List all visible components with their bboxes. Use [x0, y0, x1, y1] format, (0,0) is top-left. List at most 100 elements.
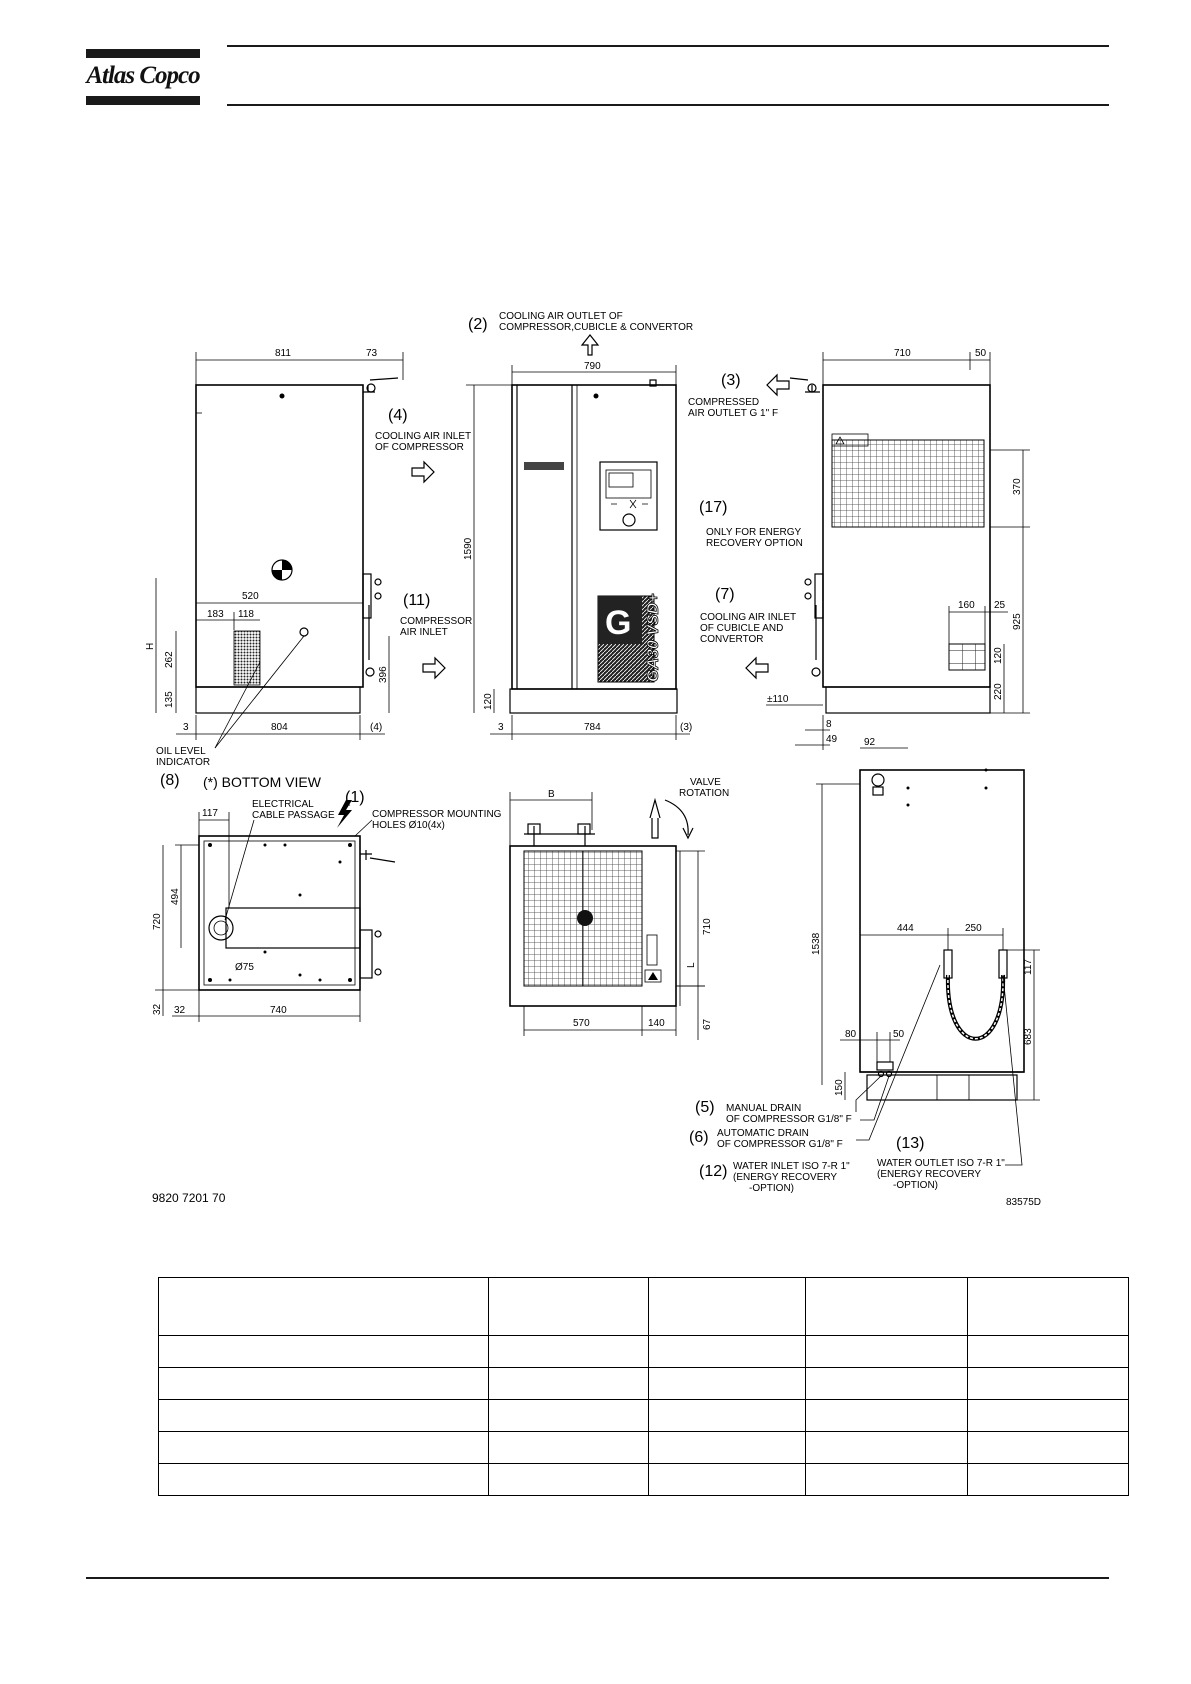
dim-250: 250: [965, 923, 982, 934]
model-name-text: GA30 VSD+: [645, 594, 662, 682]
dim-520: 520: [242, 591, 259, 602]
callout-11-number: (11): [403, 592, 430, 609]
dim-1538: 1538: [811, 932, 822, 955]
label-17b: RECOVERY OPTION: [706, 538, 803, 549]
table-cell: [648, 1335, 807, 1368]
dim-92: 92: [864, 737, 876, 748]
dim-80: 80: [845, 1029, 857, 1040]
label-cable-b: CABLE PASSAGE: [252, 810, 335, 821]
arrow-up-icon: [580, 334, 600, 356]
dim-160: 160: [958, 600, 975, 611]
water-hose: [945, 974, 1006, 1041]
dim-67: 67: [702, 1018, 713, 1030]
dim-444: 444: [897, 923, 914, 934]
brand-plate: [524, 462, 564, 470]
arrow-right-icon: [422, 656, 446, 680]
table-row: [158, 1335, 1129, 1368]
side-view-energy-recovery: 92 1538 444 250 117 683 80 50 150: [811, 737, 1040, 1166]
callout-17-number: (17): [699, 499, 727, 516]
table-cell: [967, 1367, 1129, 1400]
dim-3b: 3: [498, 722, 504, 733]
dim-L: L: [686, 962, 697, 968]
callout-12-number: (12): [699, 1163, 727, 1180]
dim-49: 49: [826, 734, 838, 745]
table-cell: [158, 1367, 489, 1400]
table-cell: [967, 1335, 1129, 1368]
dim-118: 118: [238, 609, 254, 620]
brand-logo: Atlas Copco: [86, 62, 200, 89]
table-cell: [158, 1335, 489, 1368]
label-6a: AUTOMATIC DRAIN: [717, 1128, 809, 1139]
table-cell: [158, 1399, 489, 1432]
table-cell: [805, 1431, 969, 1464]
cabinet-outline: [822, 384, 991, 688]
table-cell: [967, 1431, 1129, 1464]
table-cell: [487, 1277, 650, 1336]
label-7a: COOLING AIR INLET: [700, 612, 796, 623]
arrow-left-icon: [745, 656, 769, 680]
dim-140: 140: [648, 1018, 665, 1029]
rotation-arrow-icon: [664, 799, 694, 840]
callout-5-number: (5): [695, 1099, 715, 1116]
table-cell: [648, 1463, 807, 1496]
dim-3c: (3): [680, 722, 692, 733]
dim-50: 50: [975, 348, 987, 359]
base-frame: [866, 1074, 1018, 1101]
label-holes-a: COMPRESSOR MOUNTING: [372, 809, 502, 820]
callout-3-number: (3): [721, 372, 741, 389]
dim-B: B: [548, 789, 555, 800]
callout-6-number: (6): [689, 1129, 709, 1146]
label-12a: WATER INLET ISO 7-R 1": [733, 1161, 850, 1172]
logo-bottom-bar: [86, 96, 200, 105]
label-holes-b: HOLES Ø10(4x): [372, 820, 445, 831]
table-cell: [967, 1399, 1129, 1432]
dim-710: 710: [894, 348, 911, 359]
rear-label: [646, 934, 658, 966]
label-7b: OF CUBICLE AND: [700, 623, 783, 634]
label-5a: MANUAL DRAIN: [726, 1103, 801, 1114]
side-view-right: 710 50 370 925 160 25 120 220 ±110 8 49: [766, 348, 1030, 750]
table-row: [158, 1367, 1129, 1400]
dim-150: 150: [834, 1079, 845, 1096]
callout-6: (6) AUTOMATIC DRAIN OF COMPRESSOR G1/8" …: [689, 1128, 843, 1150]
dim-710b: 710: [702, 918, 713, 935]
dim-784: 784: [584, 722, 601, 733]
dim-120a: 120: [483, 693, 494, 710]
dim-pm110: ±110: [767, 694, 789, 705]
bottom-view: (8) (*) BOTTOM VIEW (1) ELECTRICAL CABLE…: [152, 772, 502, 1022]
dim-183: 183: [207, 609, 224, 620]
callout-2-number: (2): [468, 316, 488, 333]
table-row: [158, 1463, 1129, 1496]
dim-4: (4): [370, 722, 382, 733]
base-outline: [198, 835, 361, 991]
dim-50b: 50: [893, 1029, 905, 1040]
callout-3: (3) COMPRESSED AIR OUTLET G 1" F: [688, 372, 790, 419]
table-cell: [487, 1399, 650, 1432]
label-valve-b: ROTATION: [679, 788, 729, 799]
dim-370: 370: [1012, 478, 1023, 495]
dim-683: 683: [1023, 1028, 1034, 1045]
callout-7-number: (7): [715, 586, 735, 603]
table-cell: [487, 1367, 650, 1400]
table-cell: [158, 1277, 489, 1336]
table-cell: [648, 1277, 807, 1336]
bottom-view-title: (*) BOTTOM VIEW: [203, 774, 322, 790]
label-13a: WATER OUTLET ISO 7-R 1": [877, 1158, 1005, 1169]
label-3a: COMPRESSED: [688, 397, 759, 408]
label-valve-a: VALVE: [690, 777, 721, 788]
callout-13-number: (13): [896, 1135, 924, 1152]
dim-790: 790: [584, 361, 601, 372]
table-cell: [648, 1399, 807, 1432]
intake-filter: [233, 630, 261, 686]
table-cell: [648, 1367, 807, 1400]
table-cell: [967, 1277, 1129, 1336]
callout-12: (12) WATER INLET ISO 7-R 1" (ENERGY RECO…: [699, 1161, 850, 1194]
cable-passage-channel: [225, 907, 361, 949]
label-5b: OF COMPRESSOR G1/8" F: [726, 1114, 852, 1125]
label-11a: COMPRESSOR: [400, 616, 472, 627]
dim-494: 494: [170, 888, 181, 905]
dim-H: H: [145, 643, 156, 650]
table-cell: [805, 1367, 969, 1400]
control-panel: [599, 461, 658, 531]
label-12c: -OPTION): [749, 1183, 794, 1194]
